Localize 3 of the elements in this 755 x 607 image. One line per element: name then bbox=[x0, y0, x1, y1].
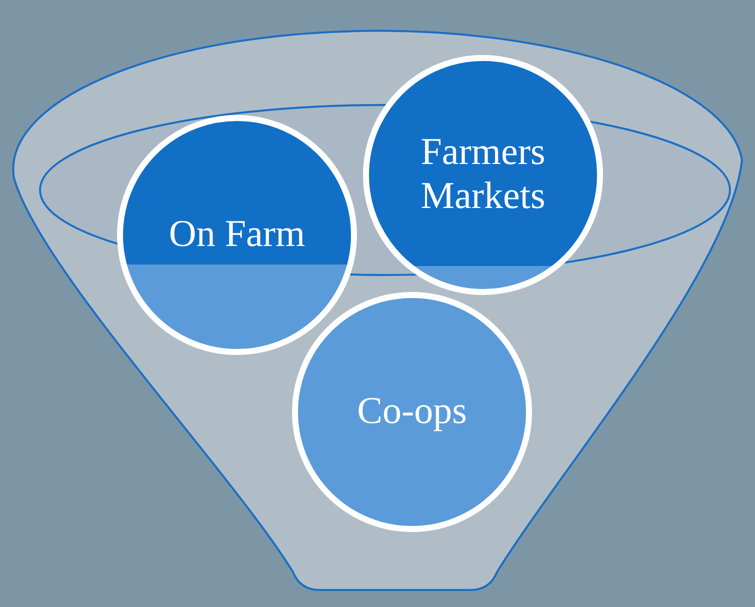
node-label: Farmers Markets bbox=[420, 131, 546, 219]
node-label: On Farm bbox=[168, 213, 306, 257]
node-label: Co-ops bbox=[357, 390, 467, 434]
